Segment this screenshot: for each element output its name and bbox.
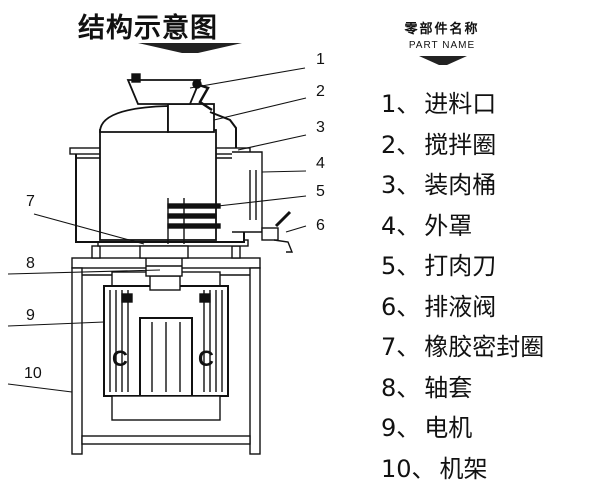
legend-name: 打肉刀 (424, 252, 497, 280)
motor-drawing: C C (103, 271, 229, 421)
legend-item: 6、排液阀 (381, 287, 544, 328)
legend-separator: 、 (396, 90, 421, 118)
legend-item: 5、打肉刀 (381, 246, 544, 287)
callout-number: 8 (26, 255, 35, 272)
machine-diagram: C C (7, 51, 325, 455)
legend-name: 外罩 (424, 211, 473, 240)
callout-number: 1 (316, 51, 325, 68)
parts-legend: 1、进料口 2、搅拌圈 3、装肉桶 4、外罩 5、打肉刀 6、排液阀 7、橡胶密… (381, 84, 544, 489)
legend-item: 4、外罩 (381, 206, 544, 247)
legend-name: 电机 (424, 414, 473, 442)
legend-separator: 、 (396, 373, 421, 402)
callout-number: 6 (316, 217, 325, 234)
legend-separator: 、 (396, 333, 421, 361)
legend-number: 2 (381, 130, 397, 159)
legend-name: 机架 (439, 454, 488, 483)
legend-number: 5 (381, 252, 397, 280)
legend-separator: 、 (411, 454, 436, 483)
callout-number: 7 (26, 193, 35, 210)
callout-number: 2 (316, 83, 325, 100)
legend-name: 装肉桶 (424, 171, 497, 199)
legend-name: 搅拌圈 (424, 130, 497, 159)
motor-label: C (198, 346, 214, 371)
legend-item: 9、电机 (381, 408, 544, 449)
legend-separator: 、 (396, 211, 421, 240)
feed-inlet-drawing (126, 73, 213, 112)
legend-item: 2、搅拌圈 (381, 125, 544, 166)
cutting-blade-drawing (167, 198, 221, 244)
legend-number: 6 (381, 292, 397, 321)
callout-number: 4 (316, 155, 325, 172)
callout-number: 9 (26, 307, 35, 324)
callout-number: 5 (316, 183, 325, 200)
drain-valve-drawing (261, 210, 294, 253)
title-arrow-decoration (138, 43, 242, 53)
legend-separator: 、 (396, 252, 421, 280)
legend-separator: 、 (396, 414, 421, 442)
parts-header: 零部件名称 PART NAME (392, 18, 492, 51)
legend-number: 9 (381, 414, 397, 442)
legend-name: 轴套 (424, 373, 473, 402)
legend-name: 排液阀 (424, 292, 497, 321)
diagram-title: 结构示意图 (78, 13, 218, 44)
legend-item: 3、装肉桶 (381, 165, 544, 206)
legend-separator: 、 (396, 171, 421, 199)
motor-label: C (112, 346, 128, 371)
legend-number: 10 (381, 454, 412, 483)
legend-number: 3 (381, 171, 397, 199)
leader-lines (7, 67, 307, 393)
parts-arrow-decoration (419, 56, 467, 65)
legend-name: 进料口 (424, 90, 497, 118)
legend-number: 1 (381, 90, 397, 118)
legend-item: 7、橡胶密封圈 (381, 327, 544, 368)
meat-bowl-drawing (99, 129, 263, 241)
legend-item: 1、进料口 (381, 84, 544, 125)
legend-number: 4 (381, 211, 397, 240)
legend-number: 8 (381, 373, 397, 402)
legend-number: 7 (381, 333, 397, 361)
parts-header-zh: 零部件名称 (404, 22, 480, 37)
callout-number: 3 (316, 119, 325, 136)
shaft-sleeve-drawing (145, 257, 183, 277)
stirring-ring-drawing (99, 103, 237, 148)
legend-item: 8、轴套 (381, 368, 544, 409)
legend-separator: 、 (396, 292, 421, 321)
parts-header-en: PART NAME (408, 40, 476, 51)
legend-name: 橡胶密封圈 (424, 333, 545, 361)
legend-item: 10、机架 (381, 449, 544, 490)
callout-number: 10 (24, 365, 42, 382)
legend-separator: 、 (396, 130, 421, 159)
